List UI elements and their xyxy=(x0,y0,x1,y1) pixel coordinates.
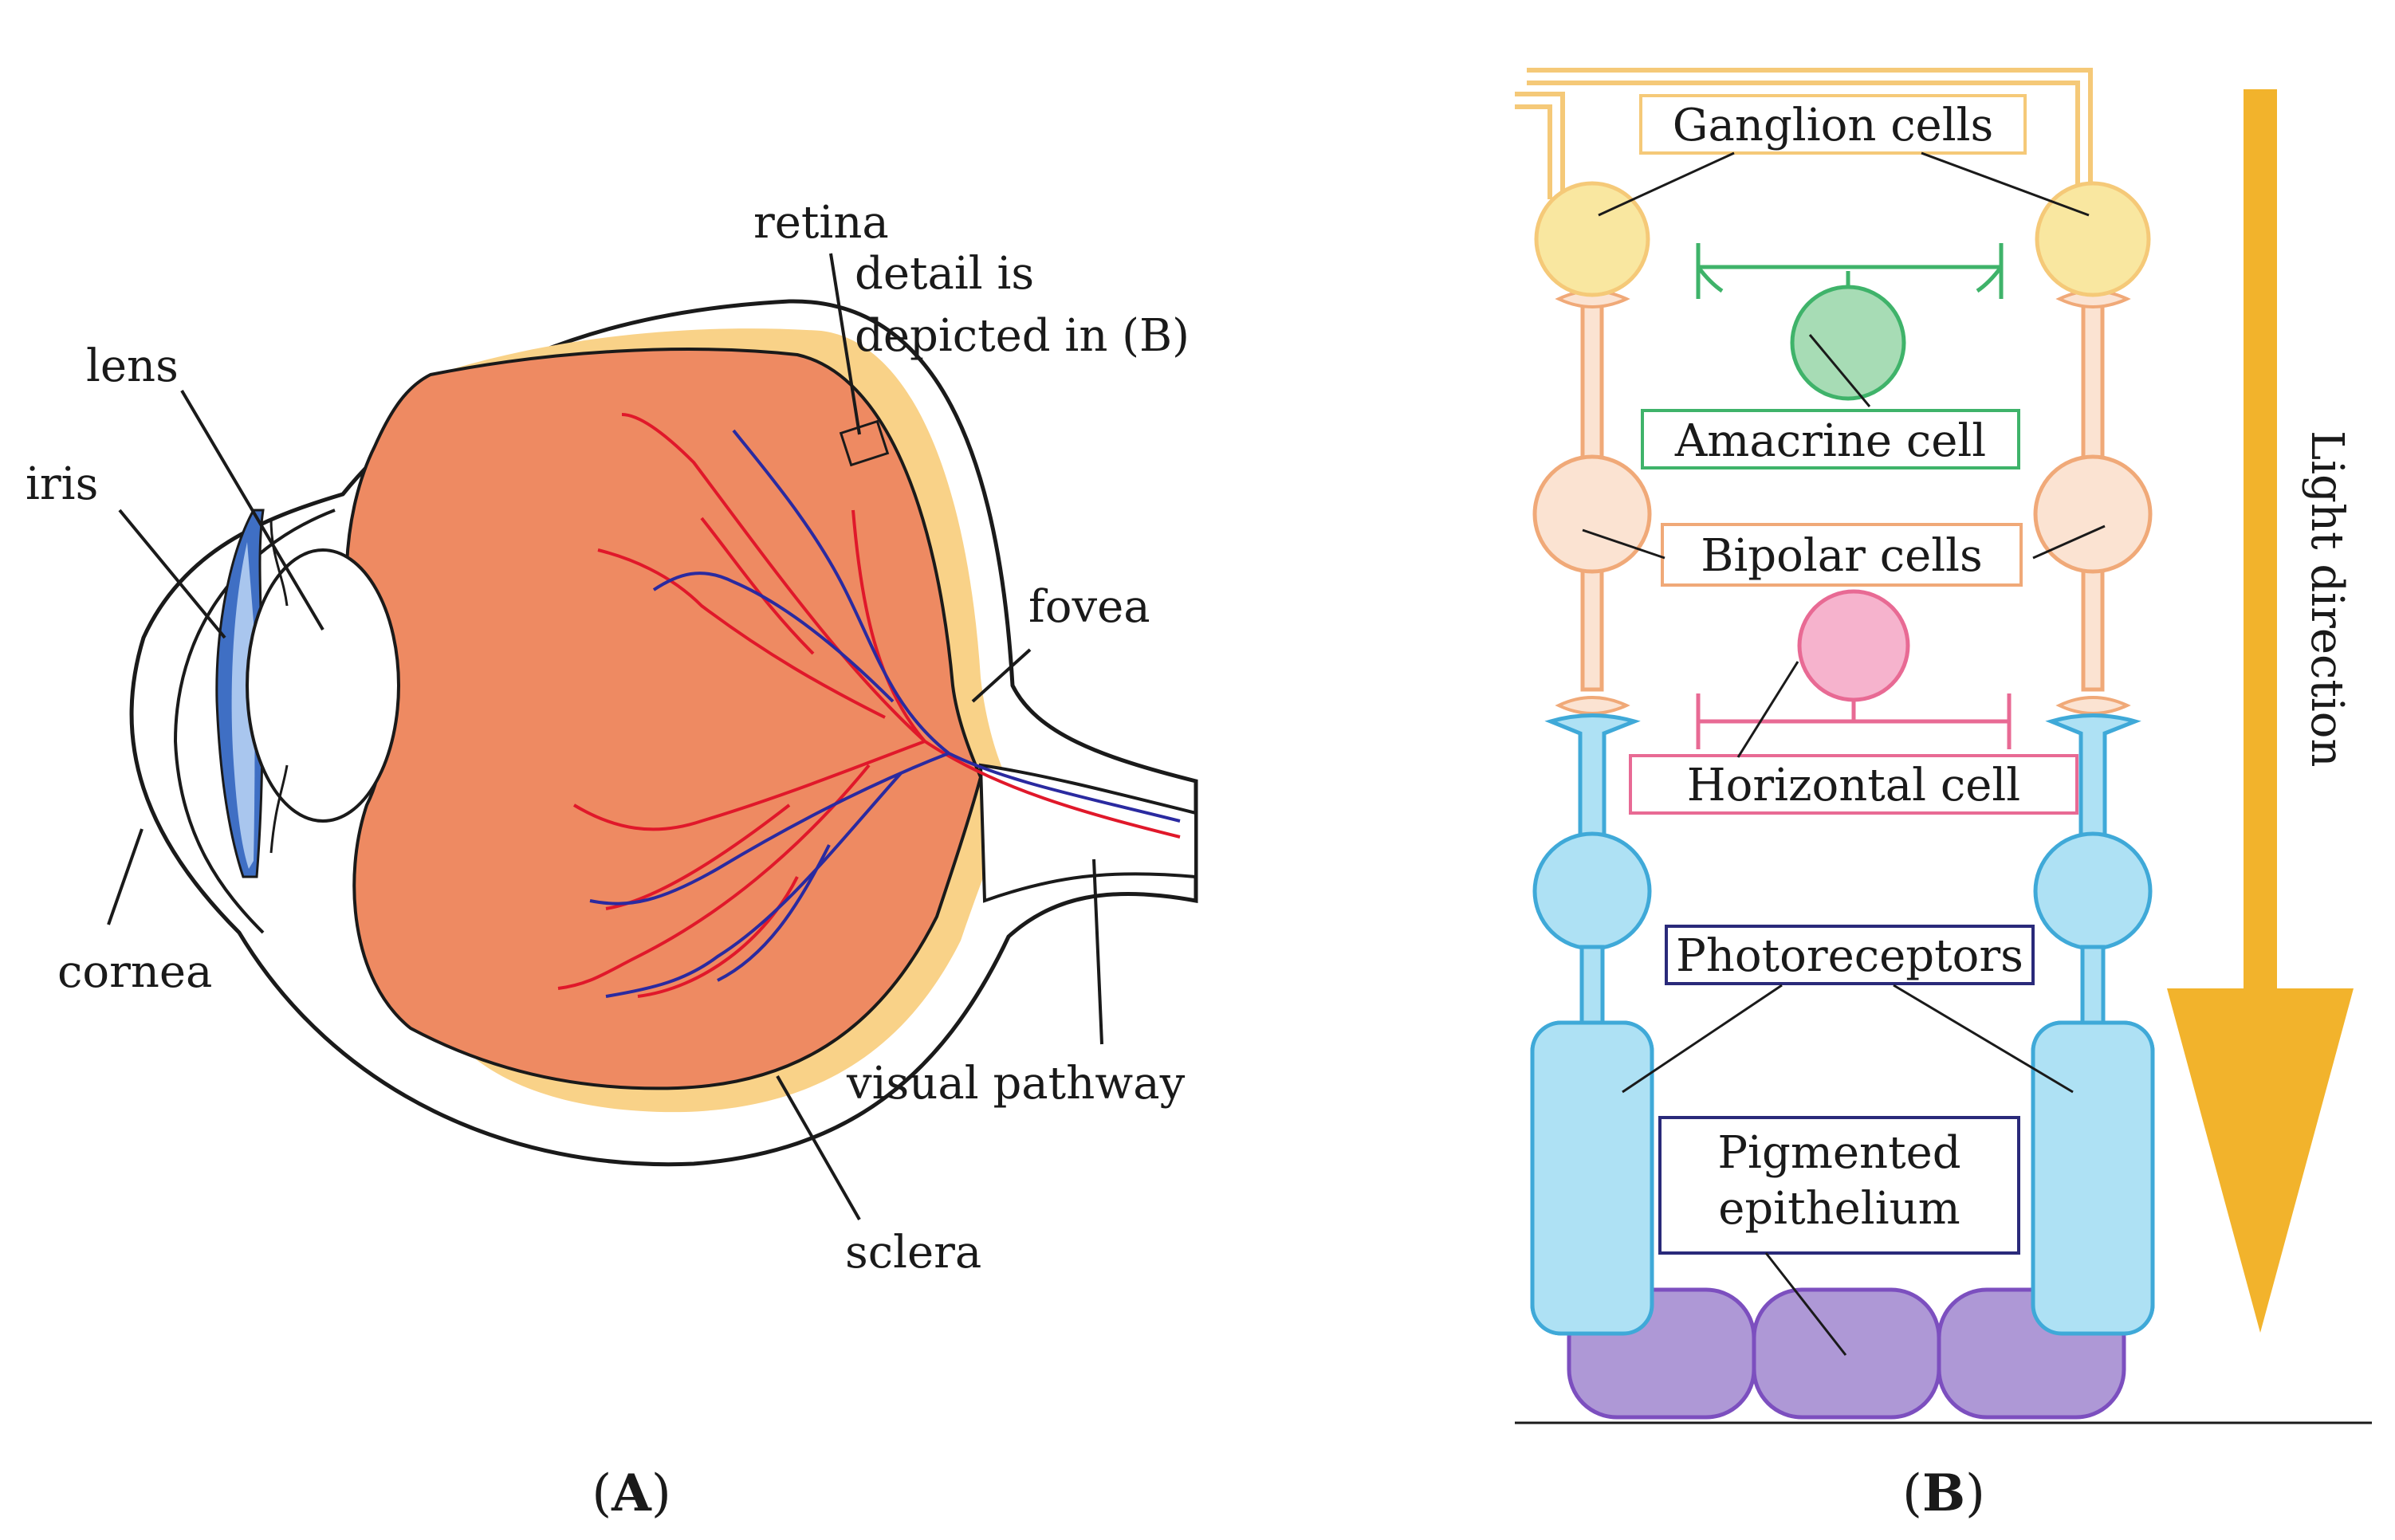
box-photoreceptors xyxy=(1665,925,2035,985)
optic-nerve xyxy=(978,763,1198,903)
caption-b-letter: B xyxy=(1922,1463,1965,1523)
box-horizontal xyxy=(1629,754,2078,815)
ciliary-body xyxy=(269,517,289,854)
iris-highlight xyxy=(231,542,255,869)
panel-b-retina-detail: Ganglion cells Amacrine cell Bipolar cel… xyxy=(1515,68,2372,1523)
photoreceptor-left-outer xyxy=(1530,1020,1654,1336)
ganglion-axon-left xyxy=(1515,92,1565,199)
label-horizontal: Horizontal cell xyxy=(1687,760,2020,811)
ganglion-axon-top xyxy=(1527,68,2093,199)
label-lens: lens xyxy=(86,340,179,392)
arteries xyxy=(557,413,1181,998)
ganglion-cell-right xyxy=(2035,181,2151,297)
label-pigmented-line1: Pigmented xyxy=(1717,1127,1960,1179)
label-light-direction: Light direction xyxy=(2301,430,2353,768)
label-cornea: cornea xyxy=(57,946,212,998)
caption-a-letter: A xyxy=(611,1463,652,1523)
label-iris: iris xyxy=(26,458,98,510)
panel-a-leader-lines xyxy=(107,253,1103,1220)
panel-b-leader-lines xyxy=(1582,151,2106,1356)
box-ganglion xyxy=(1639,94,2027,155)
label-retina: retina xyxy=(753,197,889,249)
photoreceptor-right-outer xyxy=(2031,1020,2155,1336)
box-amacrine xyxy=(1641,409,2020,469)
visual-pathway-leader xyxy=(1092,858,1103,1045)
label-ganglion: Ganglion cells xyxy=(1673,100,1994,151)
horizontal-cell xyxy=(1696,589,2012,749)
label-amacrine: Amacrine cell xyxy=(1674,415,1986,467)
label-fovea: fovea xyxy=(1028,581,1150,633)
vitreous-body xyxy=(344,348,983,1090)
arrow-head xyxy=(2167,988,2354,1333)
retina-leader xyxy=(829,253,861,435)
label-sclera: sclera xyxy=(845,1227,981,1279)
sclera-leader xyxy=(776,1075,861,1220)
box-bipolar xyxy=(1661,523,2023,587)
label-detail-line1: detail is xyxy=(855,248,1034,300)
lens-leader xyxy=(180,389,324,631)
label-photoreceptors: Photoreceptors xyxy=(1676,930,2023,982)
caption-a: (A) xyxy=(592,1463,671,1523)
panel-a-eye-cross-section: retina detail is depicted in (B) lens ir… xyxy=(26,197,1198,1523)
label-detail-line2: depicted in (B) xyxy=(855,310,1190,362)
bipolar-cell-left xyxy=(1532,454,1652,574)
caption-b: (B) xyxy=(1902,1463,1985,1523)
label-bipolar: Bipolar cells xyxy=(1701,530,1983,582)
arrow-shaft xyxy=(2244,89,2277,990)
bipolar-cell-right xyxy=(2033,454,2153,574)
box-pigmented xyxy=(1658,1116,2020,1255)
lens-shape xyxy=(246,548,400,823)
label-visual-pathway: visual pathway xyxy=(846,1058,1186,1110)
amacrine-cell xyxy=(1696,243,2004,401)
cornea-leader xyxy=(107,828,144,925)
ganglion-cell-left xyxy=(1534,181,1650,297)
fovea-leader xyxy=(971,648,1032,703)
light-direction-arrow xyxy=(2167,89,2354,1333)
veins xyxy=(589,429,1181,998)
iris-leader xyxy=(118,509,226,639)
synaptic-terminals xyxy=(1555,289,2131,715)
label-pigmented-line2: epithelium xyxy=(1718,1183,1960,1235)
